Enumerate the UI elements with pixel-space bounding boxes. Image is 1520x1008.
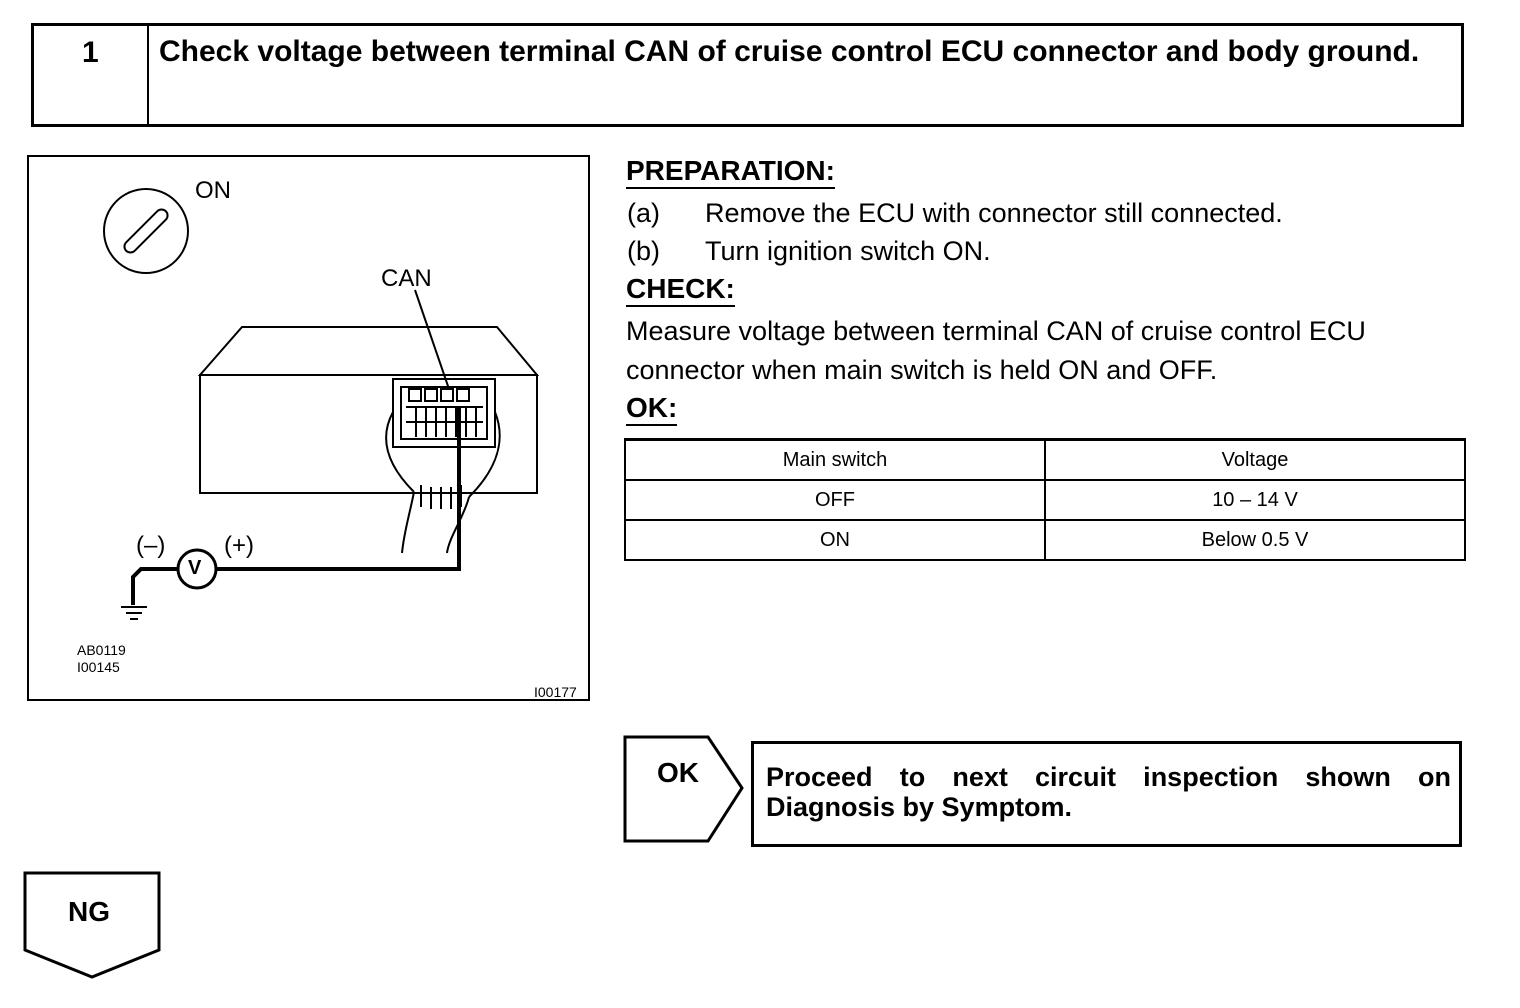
positive-probe-lead	[216, 407, 461, 571]
wire-harness	[385, 411, 501, 554]
negative-probe-lead	[131, 567, 178, 605]
step-header: 1 Check voltage between terminal CAN of …	[31, 23, 1464, 127]
ok-result-text: Proceed to next circuit inspection shown…	[766, 762, 1451, 822]
wiring-figure: ON CAN V (–) (+) AB0119 I00145 I00177	[27, 155, 590, 701]
preparation-step-b-text: Turn ignition switch ON.	[705, 236, 991, 266]
step-number-cell: 1	[34, 26, 149, 124]
negative-terminal-label: (–)	[136, 532, 166, 559]
table-cell: Below 0.5 V	[1044, 519, 1466, 561]
ok-result-box: Proceed to next circuit inspection shown…	[751, 741, 1462, 847]
check-heading: CHECK:	[626, 274, 735, 307]
step-title: Check voltage between terminal CAN of cr…	[159, 35, 1420, 68]
preparation-step-a-letter: (a)	[627, 198, 660, 228]
positive-terminal-label: (+)	[224, 532, 254, 559]
ignition-on-label: ON	[195, 177, 231, 204]
preparation-step-a-text: Remove the ECU with connector still conn…	[705, 198, 1283, 228]
ok-branch-tag: OK	[657, 757, 699, 788]
table-row: ON Below 0.5 V	[624, 519, 1466, 561]
voltage-spec-table: Main switch Voltage OFF 10 – 14 V ON Bel…	[624, 438, 1466, 561]
ecu-connector	[392, 378, 496, 448]
check-text-line-1: Measure voltage between terminal CAN of …	[626, 316, 1366, 346]
table-row: OFF 10 – 14 V	[624, 479, 1466, 521]
ok-heading: OK:	[626, 393, 678, 426]
preparation-step-b-letter: (b)	[627, 236, 660, 266]
ng-branch-arrow	[23, 871, 161, 979]
table-cell: 10 – 14 V	[1044, 479, 1466, 521]
column-header-voltage: Voltage	[1044, 438, 1466, 481]
check-text-line-2: connector when main switch is held ON an…	[626, 355, 1218, 385]
ok-branch-arrow	[623, 735, 744, 843]
column-header-main-switch: Main switch	[624, 438, 1046, 481]
preparation-heading: PREPARATION:	[626, 156, 835, 189]
step-number: 1	[82, 36, 99, 69]
ecu-box	[197, 326, 540, 494]
table-cell: OFF	[624, 479, 1046, 521]
ng-branch-tag: NG	[68, 896, 110, 927]
table-cell: ON	[624, 519, 1046, 561]
can-terminal-label: CAN	[381, 265, 432, 292]
ignition-switch-icon	[103, 188, 189, 274]
figure-code-right: I00177	[534, 684, 577, 700]
table-header-row: Main switch Voltage	[624, 438, 1466, 481]
ground-icon	[121, 606, 147, 620]
can-pointer	[414, 289, 450, 390]
meter-symbol: V	[188, 557, 202, 579]
ecu-voltage-diagram	[103, 188, 540, 620]
figure-code-left: AB0119 I00145	[77, 642, 126, 675]
